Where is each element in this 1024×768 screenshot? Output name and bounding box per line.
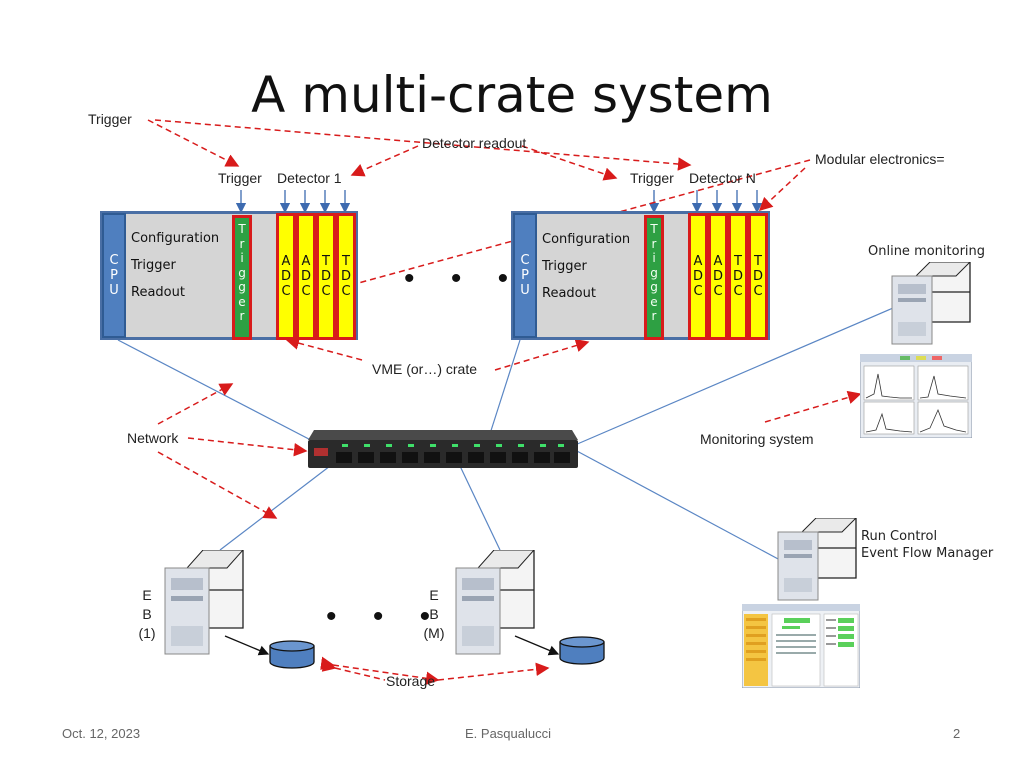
monitoring-histograms-screenshot: [860, 354, 972, 438]
modular-electronics-label: Modular electronics=: [815, 151, 945, 167]
crates-ellipsis: • • •: [404, 262, 523, 295]
crate-left-trigger-label: Trigger: [218, 170, 262, 186]
crate-left-row-configuration: Configuration: [131, 231, 220, 246]
storage-disk-left-icon: [269, 640, 315, 669]
crate-left-row-trigger: Trigger: [131, 258, 176, 273]
crate-left-row-readout: Readout: [131, 285, 185, 300]
eb-ellipsis: • • •: [326, 600, 445, 633]
monitoring-system-label: Monitoring system: [700, 431, 814, 447]
page-title: A multi-crate system: [251, 66, 773, 124]
online-monitoring-label: Online monitoring: [868, 244, 986, 259]
footer-author: E. Pasqualucci: [465, 726, 551, 741]
crate-right-row-readout: Readout: [542, 286, 596, 301]
detector-input-arrows: [235, 190, 763, 214]
eb-left-server-icon: [164, 550, 244, 655]
footer-date: Oct. 12, 2023: [62, 726, 141, 741]
run-control-screenshot: [742, 604, 860, 688]
footer-page-number: 2: [953, 726, 961, 741]
network-label: Network: [127, 430, 179, 446]
storage-disk-right-icon: [559, 636, 605, 665]
run-control-server-icon: [777, 518, 857, 601]
event-flow-manager-label: Event Flow Manager: [861, 546, 994, 561]
run-control-label: Run Control: [861, 529, 938, 544]
crate-right-row-trigger: Trigger: [542, 259, 587, 274]
vme-crate-label: VME (or…) crate: [372, 361, 478, 377]
network-switch-icon: [308, 430, 578, 468]
storage-arrows: [224, 635, 560, 656]
crate-right-detector-label: Detector N: [689, 170, 756, 186]
online-monitoring-server-icon: [891, 262, 971, 345]
crate-right-row-configuration: Configuration: [542, 232, 631, 247]
crate-right-trigger-label: Trigger: [630, 170, 674, 186]
trigger-annotation-label: Trigger: [88, 111, 132, 127]
network-lines: [117, 307, 894, 561]
detector-readout-label: Detector readout: [422, 135, 527, 151]
eb-right-server-icon: [455, 550, 535, 655]
crate-left-detector-label: Detector 1: [277, 170, 342, 186]
storage-label: Storage: [386, 673, 436, 689]
